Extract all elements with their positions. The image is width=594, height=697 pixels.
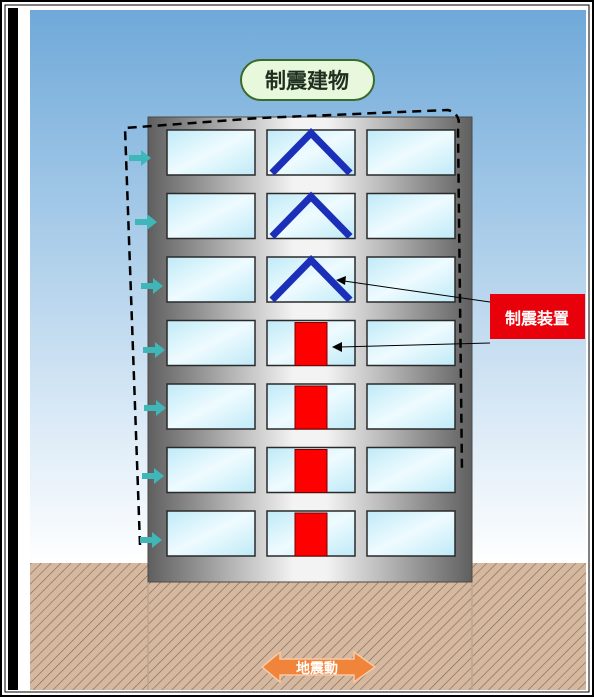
window — [166, 510, 256, 557]
damper-block — [294, 512, 328, 557]
device-label-box: 制震装置 — [490, 294, 585, 339]
window — [366, 383, 456, 430]
wind-arrow-icon — [144, 400, 166, 416]
leader-lines — [332, 276, 491, 352]
window — [166, 192, 256, 240]
window — [366, 129, 456, 176]
left-black-bar — [8, 8, 18, 690]
window — [166, 383, 256, 430]
window — [166, 256, 256, 303]
window — [166, 319, 256, 367]
window — [366, 319, 456, 367]
wind-arrow-icon — [135, 214, 157, 230]
ground-motion-arrow: 地震動 — [260, 650, 377, 684]
brace-damper — [269, 127, 353, 176]
damper-devices — [294, 322, 328, 557]
deformed-outline — [123, 108, 464, 546]
brace-devices — [269, 127, 353, 303]
window-grid — [166, 129, 456, 557]
window — [366, 446, 456, 494]
wind-arrow-icon — [142, 468, 164, 484]
window — [166, 129, 256, 176]
window — [366, 192, 456, 240]
wind-arrow-icon — [141, 278, 163, 294]
brace-damper — [269, 254, 353, 303]
wind-arrow-icon — [129, 150, 151, 166]
frame-inner-border — [4, 4, 590, 693]
ground-motion-text: 地震動 — [296, 660, 338, 677]
device-label-text: 制震装置 — [505, 309, 569, 328]
foundation-outline — [147, 583, 473, 690]
wind-arrows — [129, 150, 166, 548]
damper-block — [294, 385, 328, 430]
damper-block — [294, 449, 328, 493]
title-text: 制震建物 — [265, 69, 349, 93]
window — [366, 510, 456, 557]
title-bubble: 制震建物 — [240, 59, 375, 101]
wind-arrow-icon — [140, 532, 162, 548]
brace-damper — [269, 191, 353, 239]
wind-arrow-icon — [143, 342, 165, 358]
damper-block — [294, 322, 328, 366]
window — [166, 446, 256, 494]
